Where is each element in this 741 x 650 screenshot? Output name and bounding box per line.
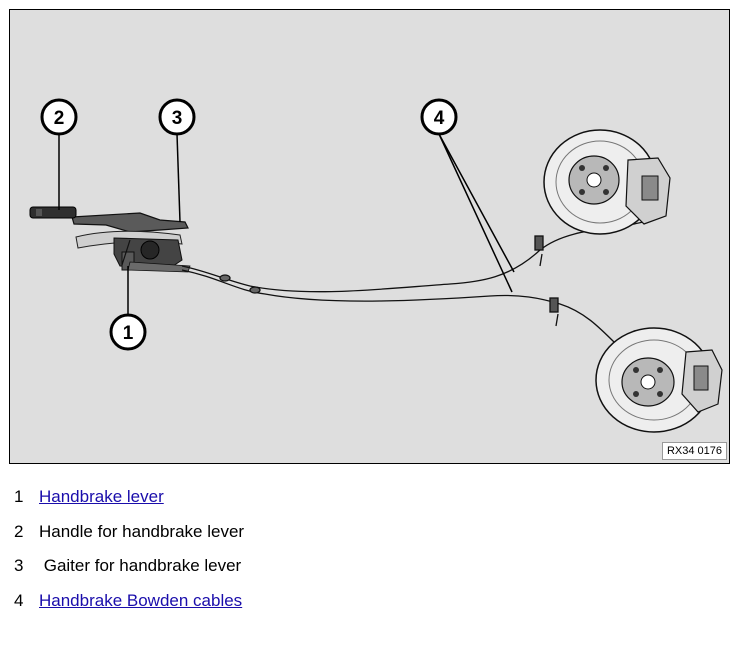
handbrake-lever-link[interactable]: Handbrake lever [39, 487, 164, 506]
svg-text:2: 2 [54, 108, 65, 129]
callout-3: 3 [158, 98, 196, 136]
handbrake-lever-assembly [29, 206, 191, 273]
legend-number: 4 [14, 590, 24, 610]
figure-code-label: RX34 0176 [661, 442, 727, 460]
handbrake-diagram: 2 3 4 1 [29, 98, 723, 433]
bowden-cables [181, 219, 651, 349]
svg-text:1: 1 [123, 323, 134, 344]
legend-label: Gaiter for handbrake lever [39, 556, 242, 575]
legend-item-4: 4 Handbrake Bowden cables [14, 584, 714, 619]
legend-list: 1 Handbrake lever 2 Handle for handbrake l… [14, 480, 714, 618]
legend-number: 3 [14, 556, 24, 575]
callout-1: 1 [109, 313, 147, 351]
legend-number: 1 [14, 487, 24, 506]
svg-text:3: 3 [172, 108, 183, 129]
bowden-cables-link[interactable]: Handbrake Bowden cables [39, 590, 243, 610]
legend-item-2: 2 Handle for handbrake lever [14, 515, 714, 550]
legend-label: Handle for handbrake lever [39, 521, 245, 541]
leader-lines [58, 133, 515, 315]
callout-4: 4 [420, 98, 458, 136]
callout-2: 2 [40, 98, 78, 136]
svg-text:4: 4 [434, 108, 445, 129]
diagram-figure: 2 3 4 1 RX34 0176 [9, 9, 730, 464]
upper-brake-disc [543, 129, 671, 235]
legend-number: 2 [14, 521, 24, 541]
legend-item-3: 3 Gaiter for handbrake lever [14, 549, 714, 584]
legend-item-1: 1 Handbrake lever [14, 480, 714, 515]
lower-brake-disc [595, 327, 723, 433]
